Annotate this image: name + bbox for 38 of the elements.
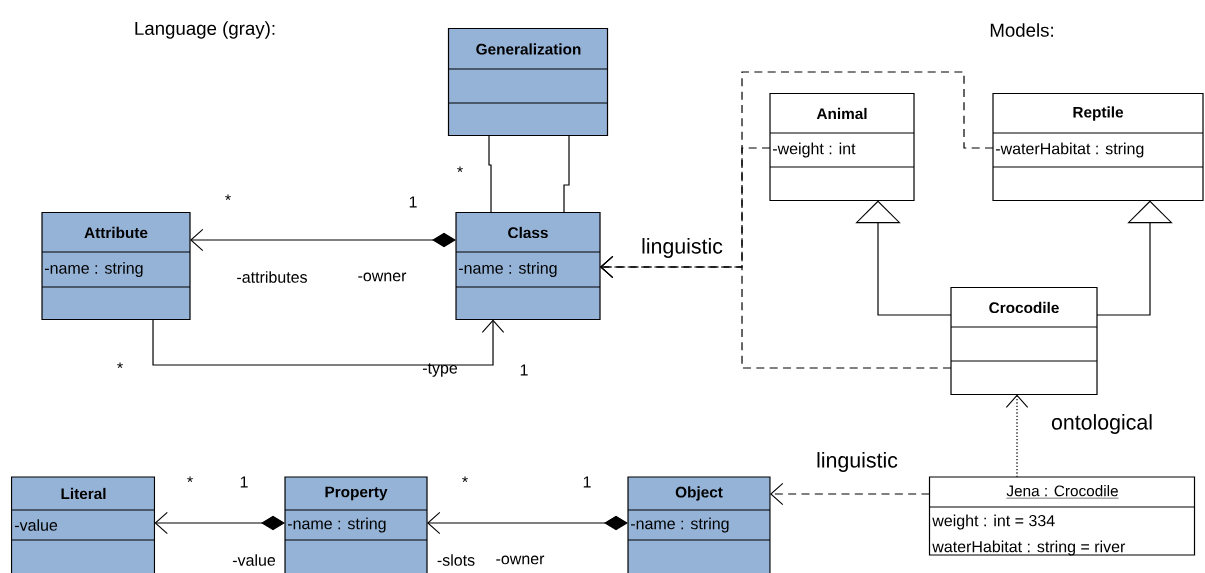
class-box: Class -name : string [455, 211, 601, 321]
multiplicity-label: * [225, 194, 231, 201]
connector [855, 200, 952, 316]
connector [154, 511, 285, 535]
multiplicity-label: -type [422, 363, 458, 377]
connector [427, 511, 628, 535]
multiplicity-label: 1 [240, 476, 248, 488]
heading: Models: [990, 23, 1053, 37]
multiplicity-label: * [187, 476, 193, 483]
multiplicity-label: 1 [409, 196, 417, 208]
edge-label: linguistic [817, 452, 898, 472]
class-box: Literal -value [10, 476, 156, 573]
edge-label: linguistic [642, 238, 723, 258]
multiplicity-label: * [462, 476, 468, 483]
connector [1005, 394, 1029, 478]
class-box: Jena : Crocodile weight : int = 334 waterHabitat : string = river [928, 476, 1196, 556]
multiplicity-label: -owner [358, 272, 407, 282]
multiplicity-label: * [457, 166, 463, 173]
class-box: Attribute -name : string [41, 211, 191, 321]
connector [488, 134, 492, 214]
connector [600, 255, 952, 369]
connector [563, 134, 570, 214]
class-box: Crocodile [950, 286, 1098, 396]
connector [770, 482, 931, 506]
connector [152, 318, 505, 366]
connector [190, 228, 456, 252]
multiplicity-label: 1 [583, 476, 591, 488]
multiplicity-label: -owner [496, 555, 545, 565]
multiplicity-label: * [117, 362, 123, 369]
multiplicity-label: 1 [520, 364, 528, 376]
class-box: Property -name : string [284, 476, 428, 573]
class-box: Object -name : string [627, 476, 771, 573]
class-box: Generalization [447, 27, 609, 137]
class-box: Reptile -waterHabitat : string [992, 92, 1204, 202]
heading: Language (gray): [135, 21, 275, 39]
multiplicity-label: -attributes [237, 271, 307, 283]
class-box: Animal -weight : int [769, 92, 915, 202]
edge-label: ontological [1051, 414, 1152, 434]
